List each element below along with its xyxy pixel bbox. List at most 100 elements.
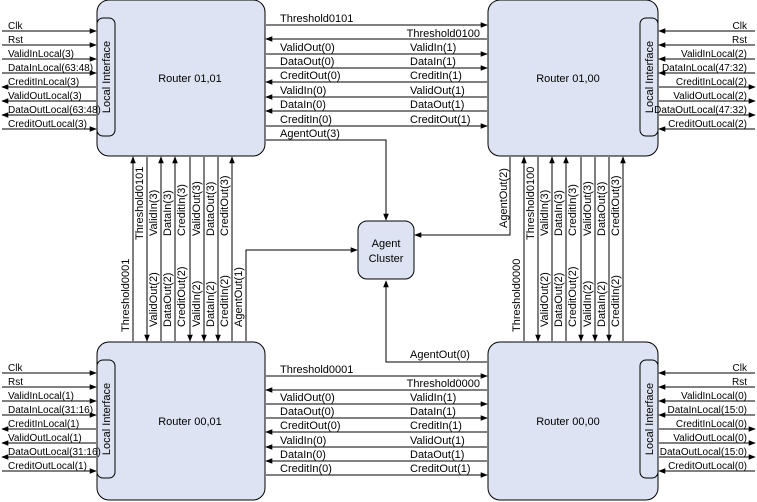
router-01-01-label: Router 01,01 — [158, 73, 222, 85]
link-signal-label: ValidIn(0) — [280, 85, 326, 97]
agent-cluster-label-line1: Agent — [372, 238, 401, 250]
threshold-label: Threshold0001 — [120, 259, 132, 332]
top-link-wires — [265, 22, 488, 129]
agent-cluster-label-line2: Cluster — [369, 253, 404, 265]
local-signal-label: DataInLocal(15:0) — [668, 405, 748, 416]
local-signal-label: DataOutLocal(15:0) — [660, 447, 747, 458]
local-interface-label: Local Interface — [644, 41, 656, 113]
threshold-label: Threshold0100 — [525, 167, 537, 240]
local-signal-label: ValidInLocal(0) — [681, 391, 747, 402]
link-signal-label: DataIn(1) — [410, 406, 456, 418]
agent-out-label: AgentOut(1) — [233, 267, 245, 327]
local-signal-label: CreditOutLocal(1) — [8, 461, 87, 472]
link-signal-label: DataOut(2) — [162, 273, 174, 327]
bottom-link-labels: Threshold0001 Threshold0000 ValidOut(0) … — [280, 349, 480, 475]
agent-out-1-wire — [245, 247, 358, 341]
link-signal-label: ValidIn(1) — [410, 392, 456, 404]
local-signal-label: Clk — [8, 363, 23, 374]
link-signal-label: ValidOut(1) — [410, 85, 465, 97]
router-00-01: Router 00,01 — [96, 341, 266, 501]
local-interface-label: Local Interface — [101, 383, 113, 455]
link-signal-label: DataOut(3) — [205, 182, 217, 236]
right-link-bottom-labels: Threshold0000 ValidOut(2) DataOut(2) Cre… — [511, 259, 622, 332]
local-interface-label: Local Interface — [644, 383, 656, 455]
threshold-label: Threshold0001 — [280, 364, 353, 376]
local-signal-label: Clk — [8, 21, 23, 32]
link-signal-label: CreditOut(0) — [280, 70, 341, 82]
link-signal-label: CreditOut(2) — [176, 266, 188, 327]
link-signal-label: DataOut(0) — [280, 406, 334, 418]
local-signal-label: ValidOutLocal(2) — [673, 91, 747, 102]
agent-out-label: AgentOut(2) — [498, 168, 510, 228]
link-signal-label: ValidOut(3) — [191, 181, 203, 236]
link-signal-label: ValidIn(3) — [148, 190, 160, 236]
local-signal-label: Rst — [8, 35, 23, 46]
link-signal-label: ValidOut(1) — [410, 435, 465, 447]
router-01-01: Router 01,01 — [96, 0, 266, 157]
local-signal-label: ValidOutLocal(3) — [8, 91, 82, 102]
local-signal-label: CreditOutLocal(2) — [668, 119, 747, 130]
threshold-label: Threshold0100 — [407, 28, 480, 40]
link-signal-label: ValidOut(3) — [582, 181, 594, 236]
link-signal-label: ValidIn(3) — [539, 190, 551, 236]
local-signal-label: CreditInLocal(3) — [8, 77, 79, 88]
link-signal-label: DataOut(3) — [596, 182, 608, 236]
local-interface-01-00: Local Interface — [639, 17, 659, 137]
link-signal-label: CreditOut(1) — [410, 114, 471, 126]
threshold-label: Threshold0000 — [407, 378, 480, 390]
link-signal-label: CreditOut(1) — [410, 463, 471, 475]
local-interface-00-00: Local Interface — [639, 359, 659, 479]
link-signal-label: CreditIn(0) — [280, 114, 332, 126]
link-signal-label: ValidIn(2) — [582, 281, 594, 327]
link-signal-label: CreditIn(3) — [176, 184, 188, 236]
local-signal-label: CreditInLocal(2) — [676, 77, 747, 88]
link-signal-label: CreditIn(3) — [567, 184, 579, 236]
link-signal-label: DataIn(0) — [280, 99, 326, 111]
router-01-00: Router 01,00 — [487, 0, 659, 157]
local-signal-labels-00-01: Clk Rst ValidInLocal(1) DataInLocal(31:1… — [8, 363, 101, 472]
local-interface-01-01: Local Interface — [96, 17, 116, 137]
link-signal-label: CreditIn(2) — [610, 275, 622, 327]
left-link-bottom-labels: Threshold0001 ValidOut(2) DataOut(2) Cre… — [120, 259, 245, 332]
local-signal-labels-01-00: Clk Rst ValidInLocal(2) DataInLocal(47:3… — [654, 21, 748, 130]
local-signal-labels-01-01: Clk Rst ValidInLocal(3) DataInLocal(63:4… — [8, 21, 101, 130]
top-link-labels: Threshold0101 Threshold0100 ValidOut(0) … — [280, 13, 480, 140]
local-signal-label: Clk — [733, 363, 748, 374]
link-signal-label: ValidIn(2) — [191, 281, 203, 327]
local-signal-label: DataOutLocal(63:48) — [8, 105, 101, 116]
local-signal-label: ValidInLocal(1) — [8, 391, 74, 402]
link-signal-label: CreditOut(3) — [610, 175, 622, 236]
link-signal-label: DataOut(0) — [280, 56, 334, 68]
right-link-top-labels: AgentOut(2) Threshold0100 ValidIn(3) Dat… — [498, 167, 622, 240]
link-signal-label: DataOut(2) — [553, 273, 565, 327]
threshold-label: Threshold0101 — [280, 13, 353, 25]
agent-out-2-wire — [414, 157, 511, 238]
local-signal-label: CreditInLocal(1) — [8, 419, 79, 430]
bottom-link-wires — [265, 373, 488, 478]
link-signal-label: ValidIn(1) — [410, 42, 456, 54]
router-00-00-label: Router 00,00 — [536, 416, 600, 428]
link-signal-label: CreditIn(0) — [280, 463, 332, 475]
link-signal-label: DataOut(1) — [410, 449, 464, 461]
link-signal-label: DataIn(1) — [410, 56, 456, 68]
local-signal-label: Clk — [733, 21, 748, 32]
link-signal-label: ValidOut(2) — [148, 272, 160, 327]
local-signal-label: DataInLocal(47:32) — [662, 63, 747, 74]
right-link-wires — [521, 156, 626, 342]
local-signal-wires — [1, 28, 756, 474]
link-signal-label: CreditOut(3) — [219, 175, 231, 236]
router-00-01-label: Router 00,01 — [158, 416, 222, 428]
local-signal-label: ValidOutLocal(1) — [8, 433, 82, 444]
link-signal-label: CreditIn(1) — [410, 70, 462, 82]
link-signal-label: DataIn(3) — [553, 190, 565, 236]
local-signal-label: DataOutLocal(47:32) — [654, 105, 747, 116]
local-signal-label: Rst — [732, 377, 747, 388]
local-signal-label: CreditInLocal(0) — [676, 419, 747, 430]
threshold-label: Threshold0101 — [134, 167, 146, 240]
local-signal-label: DataInLocal(31:16) — [8, 405, 93, 416]
router-00-00: Router 00,00 — [487, 341, 659, 501]
local-signal-labels-00-00: Clk Rst ValidInLocal(0) DataInLocal(15:0… — [660, 363, 748, 472]
local-signal-label: CreditOutLocal(3) — [8, 119, 87, 130]
link-signal-label: DataIn(3) — [162, 190, 174, 236]
link-signal-label: CreditOut(2) — [567, 266, 579, 327]
